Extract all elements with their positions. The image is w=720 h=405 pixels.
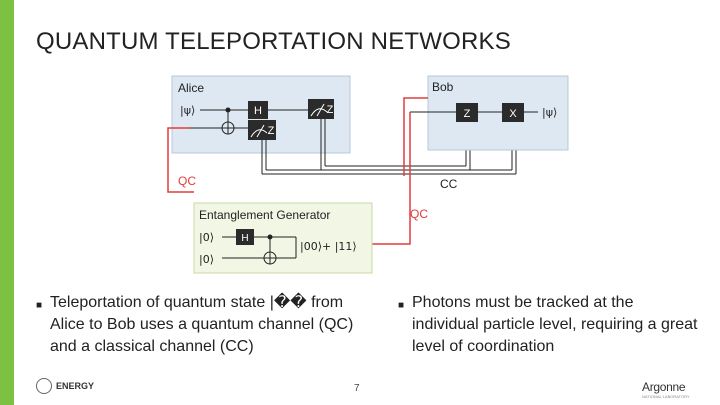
doe-fine-print: ​	[98, 383, 158, 389]
bob-label: Bob	[432, 80, 454, 94]
svg-text:X: X	[509, 108, 517, 120]
argonne-logo: Argonne NATIONAL LABORATORY	[642, 380, 690, 399]
qc-line-right	[372, 112, 411, 245]
qc-label-right: QC	[410, 207, 428, 221]
ket-zero-a: |0⟩	[199, 231, 214, 244]
doe-logo: ENERGY ​	[36, 378, 158, 394]
svg-text:H: H	[241, 233, 248, 244]
svg-text:Z: Z	[327, 104, 334, 116]
svg-text:Z: Z	[268, 125, 275, 137]
svg-text:Z: Z	[464, 108, 471, 120]
ket-zero-b: |0⟩	[199, 253, 214, 266]
bullet-left: ■Teleportation of quantum state |�� from…	[36, 292, 376, 358]
meter-icon	[310, 108, 328, 117]
cnot-target	[221, 121, 235, 135]
svg-text:H: H	[254, 105, 262, 117]
h-gate	[248, 101, 268, 119]
qc-line-left	[167, 127, 194, 193]
doe-seal-icon	[36, 378, 52, 394]
meter-icon-2	[250, 129, 268, 138]
bob-state: |ψ⟩	[542, 106, 557, 119]
generator-h-gate	[236, 229, 254, 245]
cc-label: CC	[440, 177, 458, 191]
bob-z-gate	[456, 103, 478, 122]
slide-title: QUANTUM TELEPORTATION NETWORKS	[36, 28, 511, 55]
bullet-icon: ■	[36, 300, 43, 311]
bullet-right: ■Photons must be tracked at the individu…	[398, 292, 698, 358]
generator-title: Entanglement Generator	[199, 208, 330, 222]
alice-label: Alice	[178, 81, 204, 95]
qc-label-left: QC	[178, 174, 196, 188]
bob-box	[427, 75, 569, 151]
bell-state: |00⟩+ |11⟩	[300, 240, 357, 253]
alice-state: |ψ⟩	[180, 104, 195, 117]
bob-x-gate	[502, 103, 524, 122]
bullet-icon: ■	[398, 300, 405, 311]
entanglement-generator-box	[193, 202, 373, 274]
qc-line-bob	[403, 97, 428, 176]
gen-cnot-target	[263, 251, 277, 265]
page-number: 7	[354, 383, 360, 394]
accent-bar	[0, 0, 14, 405]
